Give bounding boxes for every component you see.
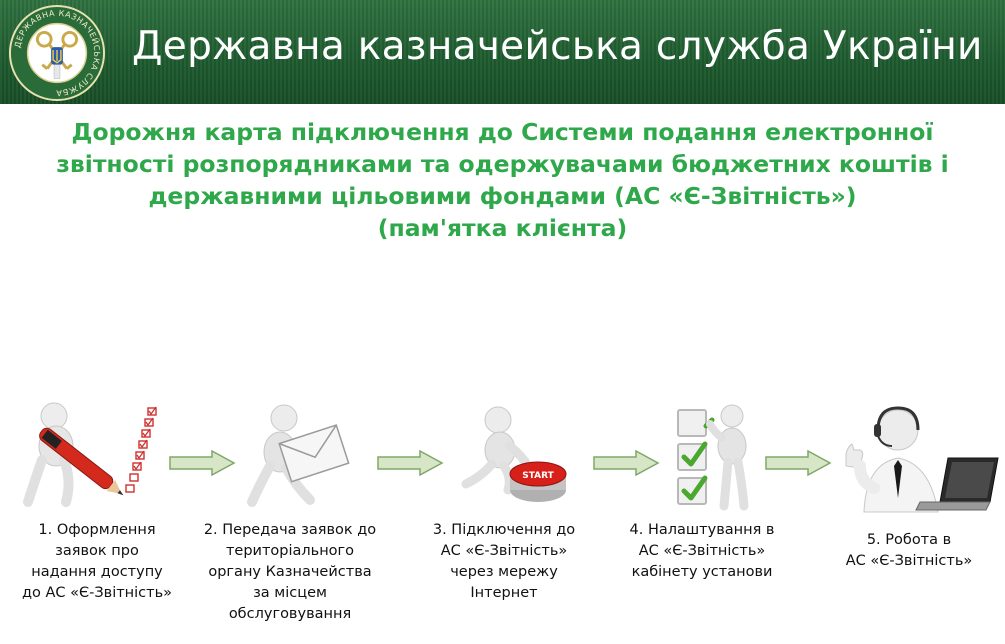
checklist-pen-icon bbox=[23, 402, 157, 507]
checkboxes-person-icon bbox=[677, 404, 749, 511]
headline-line: звітності розпорядниками та одержувачами… bbox=[56, 150, 949, 178]
treasury-emblem-icon: ДЕРЖАВНА КАЗНАЧЕЙСЬКА СЛУЖБА bbox=[8, 4, 106, 102]
arrow-right-icon bbox=[377, 449, 444, 477]
envelope-person-icon bbox=[247, 404, 350, 507]
start-label: START bbox=[522, 471, 554, 481]
start-button-icon: START bbox=[461, 406, 567, 502]
arrow-right-icon bbox=[765, 449, 832, 477]
page-title: Державна казначейська служба України bbox=[132, 24, 983, 69]
header-texture bbox=[0, 0, 1005, 104]
step-4-label: 4. Налаштування в АС «Є-Звітність» кабін… bbox=[629, 522, 775, 580]
step-3-label: 3. Підключення до АС «Є-Звітність» через… bbox=[432, 522, 576, 601]
step-2-label: 2. Передача заявок до територіального ор… bbox=[203, 522, 377, 622]
operator-laptop-icon bbox=[845, 406, 999, 513]
roadmap-headline: Дорожня карта підключення до Системи под… bbox=[0, 116, 1005, 244]
headline-subtitle: (пам'ятка клієнта) bbox=[377, 214, 628, 242]
header-banner: ДЕРЖАВНА КАЗНАЧЕЙСЬКА СЛУЖБА Державна ка… bbox=[0, 0, 1005, 104]
headline-line: Дорожня карта підключення до Системи под… bbox=[71, 118, 934, 146]
arrow-right-icon bbox=[169, 449, 236, 477]
headline-line: державними цільовими фондами (АС «Є-Звіт… bbox=[148, 182, 857, 210]
step-1-label: 1. Оформлення заявок про надання доступу… bbox=[21, 522, 173, 601]
arrow-right-icon bbox=[593, 449, 660, 477]
step-5-label: 5. Робота в АС «Є-Звітність» bbox=[845, 532, 973, 569]
